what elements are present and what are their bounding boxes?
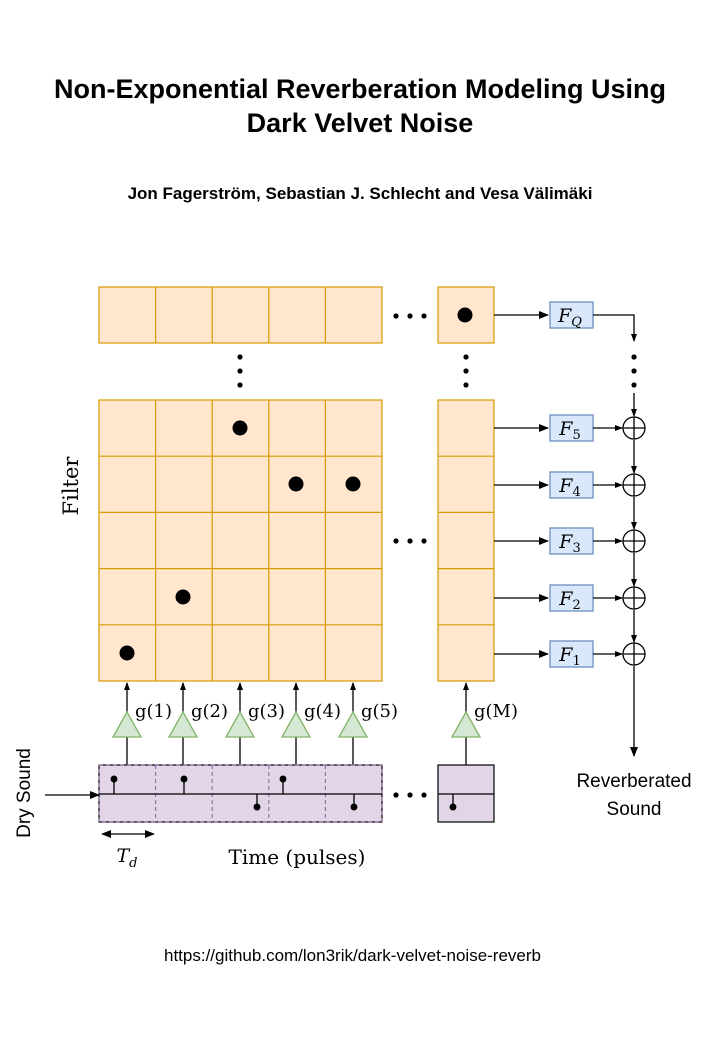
filter-label: F	[558, 418, 573, 440]
td-label: T	[116, 845, 130, 867]
summer-nodes	[622, 416, 646, 666]
filter-box-5: F5	[549, 414, 594, 443]
amplifier-icon	[111, 710, 143, 738]
grid-main	[98, 399, 495, 682]
output-label-line-1: Reverberated	[576, 771, 691, 792]
svg-text:F3: F3	[558, 531, 580, 556]
filter-to-summer-arrows	[593, 314, 638, 757]
filter-label: F	[558, 531, 573, 553]
gain-amplifiers	[111, 682, 482, 765]
filter-subscript: Q	[571, 315, 582, 330]
filter-label: F	[558, 588, 573, 610]
filter-box-1: F1	[549, 640, 594, 669]
dry-sound-label: Dry Sound	[14, 748, 35, 838]
filter-boxes: FQ F5 F4 F3 F2 F1	[549, 301, 594, 669]
summer-icon	[622, 416, 646, 440]
td-subscript: d	[129, 856, 137, 871]
summer-icon	[622, 586, 646, 610]
filter-box-q: FQ	[549, 301, 594, 330]
amplifier-icon	[280, 710, 312, 738]
summer-icon	[622, 529, 646, 553]
amplifier-icon	[337, 710, 369, 738]
output-label-line-2: Sound	[607, 799, 662, 820]
svg-text:Td: Td	[116, 845, 137, 871]
amplifier-icon	[167, 710, 199, 738]
filter-subscript: 3	[572, 541, 580, 556]
time-axis-label: Time (pulses)	[229, 845, 366, 869]
row-to-filter-arrows	[494, 311, 549, 658]
svg-text:F5: F5	[558, 418, 580, 443]
paper-title-line-2: Dark Velvet Noise	[246, 108, 474, 138]
repository-url[interactable]: https://github.com/lon3rik/dark-velvet-n…	[164, 946, 541, 965]
filter-box-4: F4	[549, 471, 594, 500]
gain-label: g(5)	[361, 701, 398, 722]
filter-label: F	[558, 475, 573, 497]
amplifier-icon	[450, 710, 482, 738]
filter-label: F	[558, 644, 573, 666]
amplifier-icon	[224, 710, 256, 738]
filter-subscript: 5	[572, 428, 580, 443]
authors: Jon Fagerström, Sebastian J. Schlecht an…	[127, 184, 593, 203]
paper-title-line-1: Non-Exponential Reverberation Modeling U…	[53, 74, 667, 104]
gain-label: g(2)	[191, 701, 228, 722]
filter-subscript: 4	[572, 485, 580, 500]
gain-label: g(1)	[135, 701, 172, 722]
summer-icon	[622, 473, 646, 497]
td-interval-arrow	[101, 830, 155, 838]
filter-box-3: F3	[549, 527, 594, 556]
grid-dots	[119, 307, 473, 661]
filter-axis-label: Filter	[59, 456, 83, 516]
gain-label: g(3)	[248, 701, 285, 722]
gain-labels: g(1) g(2) g(3) g(4) g(5) g(M)	[135, 701, 518, 722]
filter-box-2: F2	[549, 584, 594, 613]
filter-label: F	[557, 305, 572, 327]
filter-subscript: 1	[572, 654, 580, 669]
svg-text:FQ: FQ	[557, 305, 582, 330]
gain-label: g(M)	[474, 701, 518, 722]
grid-top-row	[98, 286, 495, 344]
ellipsis-dots	[237, 313, 637, 798]
svg-text:F2: F2	[558, 588, 580, 613]
pulse-sequence	[98, 764, 495, 823]
svg-text:F4: F4	[558, 475, 580, 500]
gain-label: g(4)	[304, 701, 341, 722]
summer-icon	[622, 642, 646, 666]
svg-text:F1: F1	[558, 644, 580, 669]
filter-subscript: 2	[572, 598, 580, 613]
